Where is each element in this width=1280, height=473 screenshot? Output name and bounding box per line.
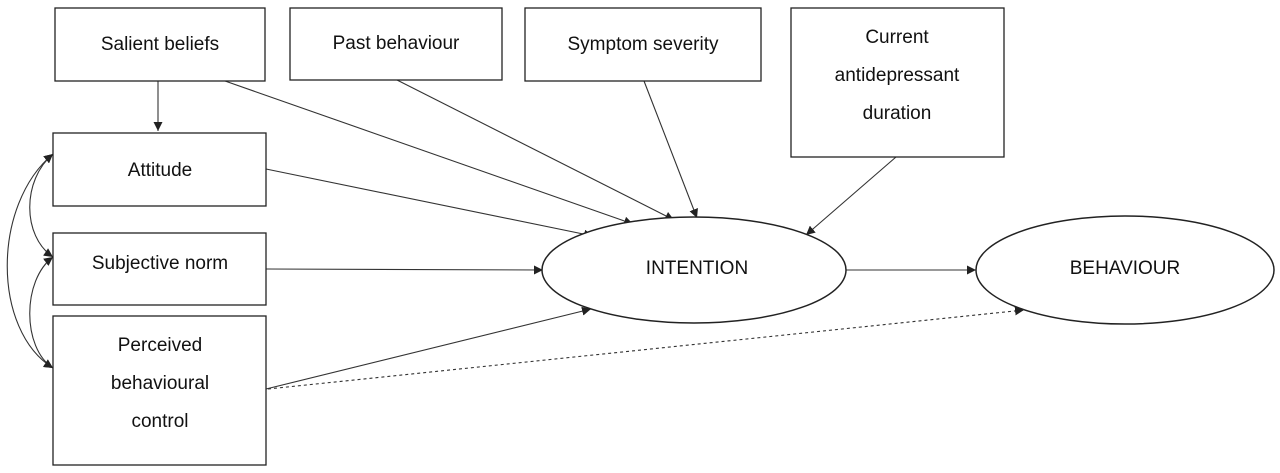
node-current-antidepressant-duration: Current antidepressant duration [790, 7, 1005, 158]
edge-salient-beliefs-to-intention [224, 80, 634, 226]
current-antidepressant-duration-label-line-3: duration [863, 103, 932, 124]
edges [6, 79, 1025, 390]
node-attitude: Attitude [52, 132, 267, 207]
edge-perceived-behavioural-control-to-intention [265, 306, 592, 390]
subjective-norm-label: Subjective norm [92, 253, 228, 274]
node-salient-beliefs: Salient beliefs [54, 7, 266, 82]
node-intention: INTENTION [541, 216, 847, 324]
node-past-behaviour: Past behaviour [289, 7, 503, 81]
current-antidepressant-duration-label-line-2: antidepressant [835, 65, 960, 86]
behaviour-label: BEHAVIOUR [1070, 258, 1181, 279]
current-antidepressant-duration-label-line-1: Current [865, 27, 929, 48]
perceived-behavioural-control-label-line-2: behavioural [111, 373, 209, 394]
past-behaviour-label: Past behaviour [333, 33, 460, 54]
curve-subjective-norm-perceived-behavioural-control [29, 256, 54, 369]
salient-beliefs-label: Salient beliefs [101, 34, 219, 55]
node-behaviour: BEHAVIOUR [975, 215, 1275, 325]
edge-subjective-norm-to-intention [265, 265, 544, 275]
edge-past-behaviour-to-intention [396, 79, 675, 221]
perceived-behavioural-control-label-line-3: control [131, 411, 188, 432]
attitude-label: Attitude [128, 160, 192, 181]
curve-attitude-subjective-norm [29, 153, 54, 258]
node-symptom-severity: Symptom severity [524, 7, 762, 82]
curve-attitude-perceived-behavioural-control [6, 153, 54, 369]
edge-attitude-to-intention [265, 168, 594, 239]
node-subjective-norm: Subjective norm [52, 232, 267, 306]
edge-perceived-behavioural-control-to-behaviour [267, 306, 1025, 390]
symptom-severity-label: Symptom severity [568, 34, 719, 55]
node-perceived-behavioural-control: Perceived behavioural control [52, 315, 267, 466]
edge-symptom-severity-to-intention [643, 80, 698, 219]
perceived-behavioural-control-label-line-1: Perceived [118, 335, 203, 356]
intention-label: INTENTION [646, 258, 748, 279]
edge-current-antidepressant-duration-to-intention [805, 156, 897, 236]
